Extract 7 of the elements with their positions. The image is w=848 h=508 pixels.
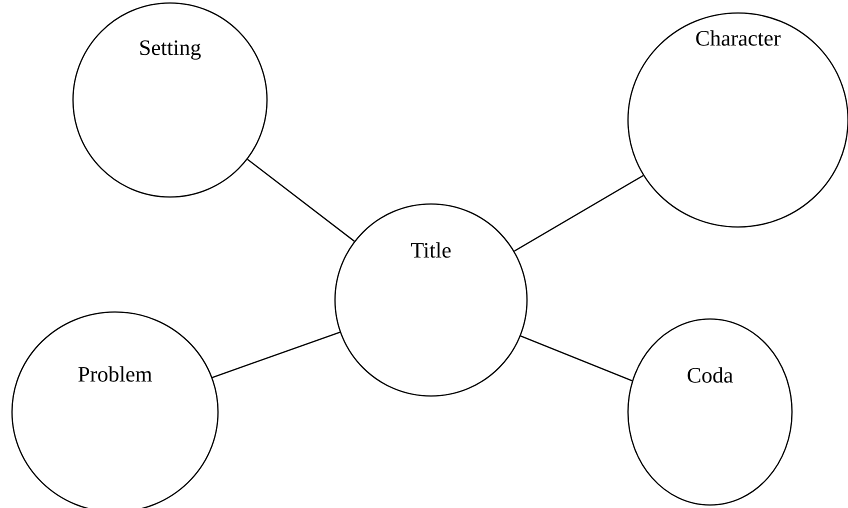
circle-node: Title: [334, 203, 528, 397]
connector-line: [520, 335, 632, 382]
circle-node: Setting: [72, 2, 268, 198]
connector-line: [212, 332, 340, 378]
circle-node: Coda: [627, 318, 793, 506]
connector-line: [514, 175, 644, 252]
connector-line: [247, 158, 355, 242]
